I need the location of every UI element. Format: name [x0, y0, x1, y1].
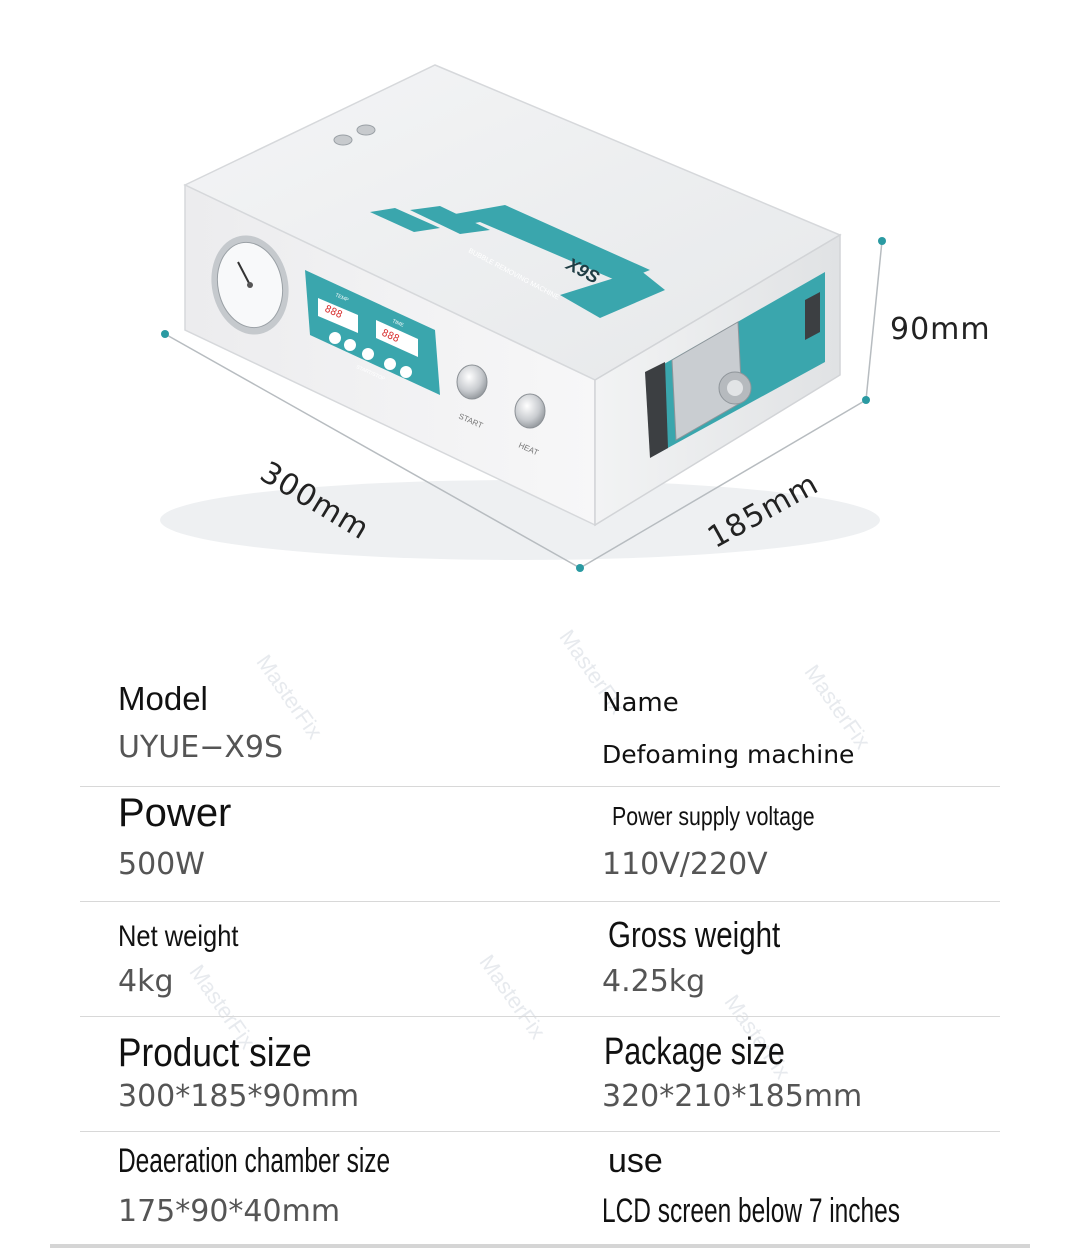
temp-label: TEMP [334, 292, 350, 303]
screw-icon [356, 124, 376, 136]
spec-cell: use LCD screen below 7 inches [602, 1132, 1022, 1246]
brand-stripes [370, 205, 665, 318]
deaeration-chamber-size-value: 175*90*40mm [118, 1194, 341, 1229]
power-button[interactable] [362, 348, 374, 360]
temp-down-button[interactable] [329, 332, 341, 344]
name-value: Defoaming machine [602, 740, 855, 769]
spec-row: Model UYUE−X9S Name Defoaming machine [80, 672, 1000, 787]
bottom-divider [50, 1244, 1030, 1248]
time-up-button[interactable] [384, 358, 396, 370]
spec-row: Product size 300*185*90mm Package size 3… [80, 1017, 1000, 1132]
net-weight-value: 4kg [118, 964, 174, 999]
time-label: TIME [391, 318, 405, 329]
spec-cell: Power supply voltage 110V/220V [602, 787, 1022, 901]
temp-up-button[interactable] [344, 339, 356, 351]
product-size-value: 300*185*90mm [118, 1079, 360, 1114]
power-label: Power [118, 791, 232, 835]
spec-cell: Model UYUE−X9S [118, 672, 538, 786]
name-label: Name [602, 688, 679, 718]
shadow [160, 480, 880, 560]
gross-weight-value: 4.25kg [602, 964, 706, 999]
gross-weight-label: Gross weight [608, 914, 781, 955]
model-label: Model [118, 680, 208, 717]
spec-cell: Name Defoaming machine [602, 672, 1022, 786]
model-value: UYUE−X9S [118, 730, 284, 765]
screw-icon [333, 134, 353, 146]
pressure-gauge [211, 235, 289, 335]
spec-cell: Power 500W [118, 787, 538, 901]
use-label: use [608, 1142, 663, 1180]
time-down-button[interactable] [400, 366, 412, 378]
start-button[interactable] [456, 364, 488, 400]
product-illustration: X9S BUBBLE REMOVING MACHINE TEMP TIME 88… [160, 64, 991, 572]
spec-cell: Package size 320*210*185mm [602, 1017, 1022, 1131]
use-value: LCD screen below 7 inches [602, 1192, 901, 1230]
control-panel: TEMP TIME 888 888 START/STOP [305, 270, 440, 395]
package-size-label: Package size [604, 1031, 785, 1073]
dimension-dots [161, 237, 886, 572]
spec-cell: Gross weight 4.25kg [602, 902, 1022, 1016]
machine-drawing: X9S BUBBLE REMOVING MACHINE TEMP TIME 88… [160, 64, 886, 572]
spec-row: Deaeration chamber size 175*90*40mm use … [80, 1132, 1000, 1246]
spec-table: Model UYUE−X9S Name Defoaming machine Po… [80, 672, 1000, 1246]
product-size-label: Product size [118, 1031, 312, 1075]
spec-cell: Product size 300*185*90mm [118, 1017, 538, 1131]
package-size-value: 320*210*185mm [602, 1079, 863, 1114]
dimension-lines [164, 240, 883, 569]
spec-row: Power 500W Power supply voltage 110V/220… [80, 787, 1000, 902]
spec-cell: Deaeration chamber size 175*90*40mm [118, 1132, 538, 1246]
power-supply-voltage-value: 110V/220V [602, 847, 768, 882]
power-value: 500W [118, 847, 205, 882]
spec-cell: Net weight 4kg [118, 902, 538, 1016]
heat-button[interactable] [514, 393, 546, 429]
deaeration-chamber-size-label: Deaeration chamber size [118, 1142, 391, 1180]
spec-row: Net weight 4kg Gross weight 4.25kg [80, 902, 1000, 1017]
power-supply-voltage-label: Power supply voltage [612, 801, 815, 831]
height-dimension-label: 90mm [890, 312, 991, 347]
net-weight-label: Net weight [118, 920, 239, 953]
chamber-door [645, 272, 825, 458]
